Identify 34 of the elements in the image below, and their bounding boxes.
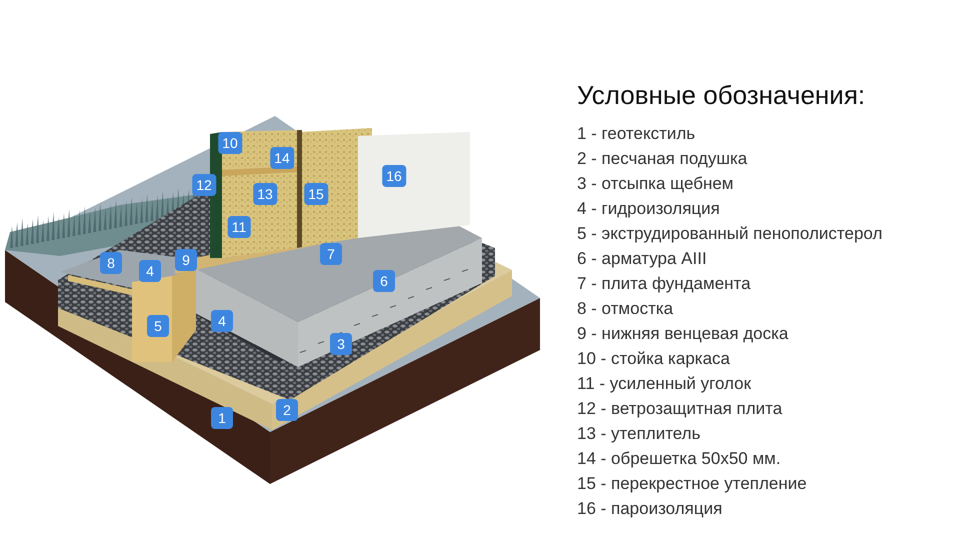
legend-item: 5 - экструдированный пенополистерол	[577, 224, 882, 244]
legend-title: Условные обозначения:	[577, 80, 866, 111]
callout-number: 4	[139, 260, 161, 282]
callout-number: 11	[228, 216, 250, 238]
legend-item: 9 - нижняя венцевая доска	[577, 324, 788, 344]
legend-item: 1 - геотекстиль	[577, 124, 696, 144]
callout-number: 3	[330, 333, 352, 355]
legend-item: 11 - усиленный уголок	[577, 374, 752, 394]
callout-number: 15	[304, 183, 328, 205]
callout-number: 6	[373, 270, 395, 292]
callout-number: 5	[147, 315, 169, 337]
legend-item: 3 - отсыпка щебнем	[577, 174, 734, 194]
callout-number: 9	[175, 249, 197, 271]
legend-item: 6 - арматура AIII	[577, 249, 707, 269]
legend-item: 8 - отмостка	[577, 299, 674, 319]
legend-item: 15 - перекрестное утепление	[577, 474, 807, 494]
legend-item: 14 - обрешетка 50х50 мм.	[577, 449, 781, 469]
legend-item: 12 - ветрозащитная плита	[577, 399, 782, 419]
legend-item: 7 - плита фундамента	[577, 274, 751, 294]
callout-number: 4	[211, 310, 233, 332]
callout-number: 10	[218, 132, 242, 154]
callout-number: 8	[100, 252, 122, 274]
legend-item: 16 - пароизоляция	[577, 499, 722, 519]
legend-item: 2 - песчаная подушка	[577, 149, 748, 169]
legend-item: 10 - стойка каркаса	[577, 349, 730, 369]
callout-number: 16	[382, 165, 406, 187]
callout-number: 2	[276, 399, 298, 421]
callout-number: 7	[320, 243, 342, 265]
legend-item: 4 - гидроизоляция	[577, 199, 720, 219]
legend-item: 13 - утеплитель	[577, 424, 700, 444]
callout-number: 1	[211, 407, 233, 429]
callout-number: 14	[270, 147, 294, 169]
callout-number: 13	[253, 183, 277, 205]
callout-number: 12	[192, 174, 216, 196]
